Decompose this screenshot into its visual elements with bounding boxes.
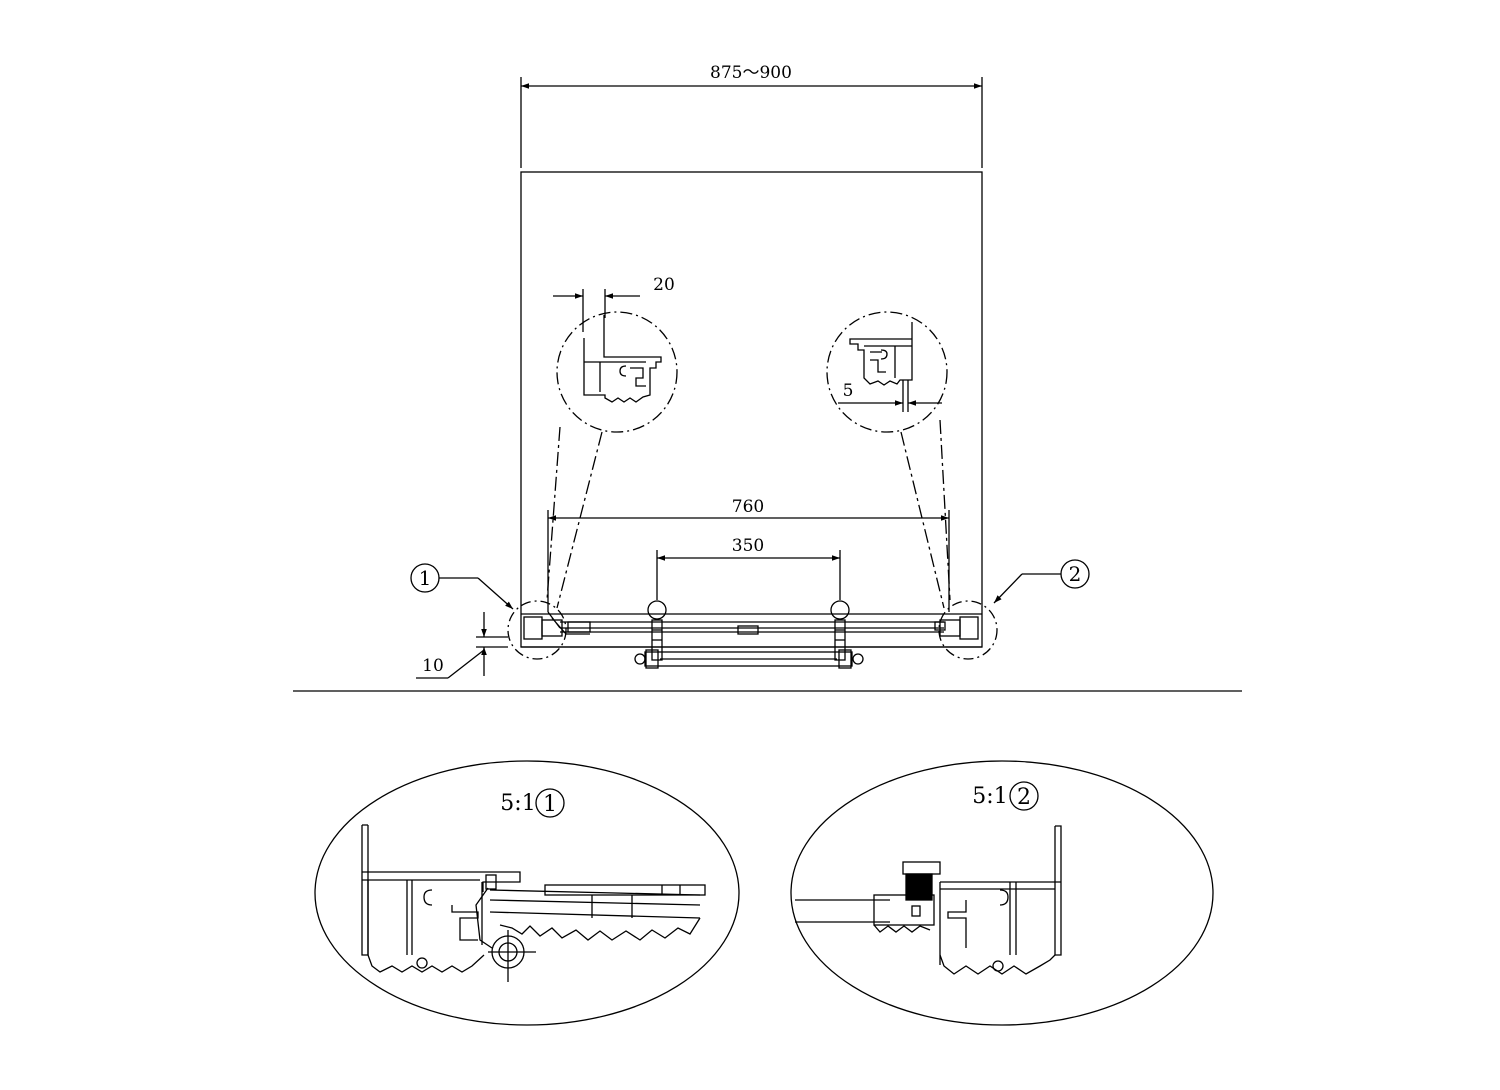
detail-1-scale: 5:1 xyxy=(500,791,535,816)
marker-1-callout xyxy=(410,563,514,610)
detail-callout-left xyxy=(546,289,678,609)
detail-callout-right xyxy=(826,311,951,609)
overall-width-label: 875～900 xyxy=(710,63,792,83)
enlarged-detail-2 xyxy=(790,760,1214,1026)
floor-gap-label: 10 xyxy=(422,656,444,676)
overall-width-dimension xyxy=(520,77,983,168)
floor-gap-dimension xyxy=(416,612,508,679)
detail-1-marker: 1 xyxy=(543,792,557,817)
detail-left-dimension: 20 xyxy=(653,275,675,295)
handle-spacing-dimension xyxy=(656,550,841,600)
handle-spacing-label: 350 xyxy=(732,536,764,556)
detail-2-scale: 5:1 xyxy=(972,784,1007,809)
marker-2-callout xyxy=(993,559,1090,604)
marker-2-label: 2 xyxy=(1069,562,1082,586)
enlarged-detail-1 xyxy=(314,760,740,1026)
detail-right-dimension: 5 xyxy=(843,381,854,401)
door-plan-view xyxy=(507,600,998,669)
track-length-label: 760 xyxy=(732,497,764,517)
track-length-dimension xyxy=(547,510,950,612)
glass-panel-outline xyxy=(520,171,983,648)
marker-1-label: 1 xyxy=(419,566,432,590)
detail-2-marker: 2 xyxy=(1017,785,1031,810)
